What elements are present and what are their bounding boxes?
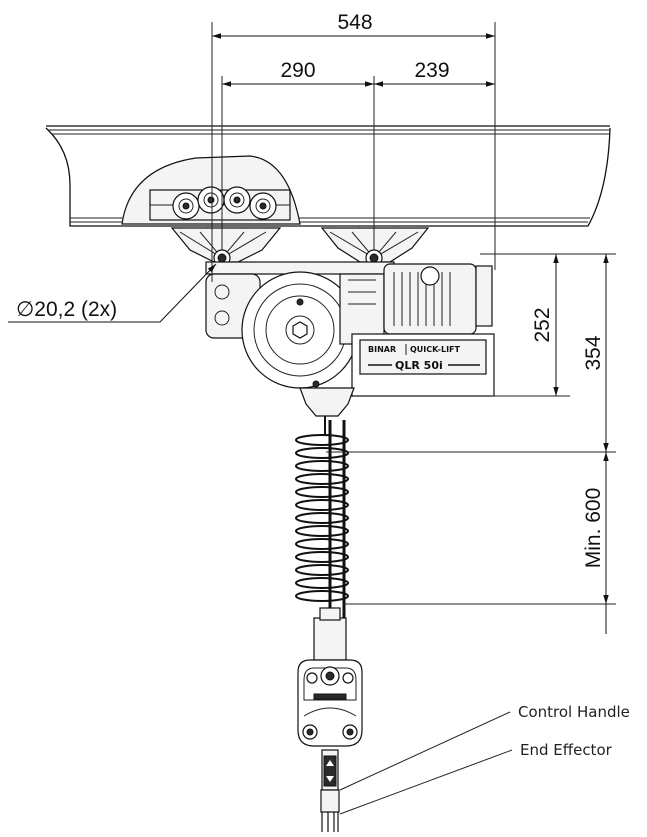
cable-coil: [295, 551, 349, 563]
cable-coil: [295, 577, 349, 589]
cable-coil: [295, 590, 349, 602]
dim-hole: ∅20,2 (2x): [16, 298, 117, 321]
dimension-min-stroke: Min. 600: [344, 452, 616, 634]
cable-coil: [295, 447, 349, 459]
dim-354: 354: [582, 335, 605, 370]
cable-coil: [295, 434, 349, 446]
callout-control-handle: Control Handle: [339, 703, 630, 791]
lifting-strap: [313, 607, 347, 661]
cable-coil: [295, 460, 349, 472]
dim-548: 548: [337, 11, 372, 34]
dimension-left-width: 290: [221, 59, 375, 250]
cable-coil: [295, 499, 349, 511]
cable-coil: [295, 512, 349, 524]
cable-coil: [295, 564, 349, 576]
trolley-wheel: [197, 186, 225, 214]
coiled-cable: [295, 420, 349, 620]
cable-coil: [295, 525, 349, 537]
dimension-right-width: 239: [374, 59, 495, 87]
end-effector-label: End Effector: [520, 741, 613, 759]
hanger-bracket-left: [170, 227, 282, 267]
brand-label: BINAR: [368, 345, 396, 354]
dimension-total-height: 354: [326, 253, 616, 453]
dimension-total-width: 548: [211, 11, 496, 282]
control-handle-label: Control Handle: [518, 703, 630, 721]
control-handle: [297, 659, 363, 747]
end-effector: [320, 749, 340, 832]
dim-252: 252: [531, 307, 554, 342]
dim-min-600: Min. 600: [582, 488, 605, 569]
callout-end-effector: End Effector: [339, 741, 613, 815]
hanger-bracket-right: [320, 227, 430, 267]
trolley-wheel: [172, 192, 200, 220]
dimension-motor-height: 252: [480, 253, 570, 397]
cable-outlet: [299, 387, 355, 436]
model-label: QLR 50i: [395, 359, 443, 372]
series-label: QUICK-LIFT: [410, 345, 461, 354]
dimension-hole-diameter: ∅20,2 (2x): [8, 263, 217, 323]
trolley-wheel: [249, 192, 277, 220]
trolley: [121, 155, 301, 225]
cable-coil: [295, 486, 349, 498]
cable-coil: [295, 473, 349, 485]
trolley-wheel: [223, 186, 251, 214]
hoist-body: BINAR QUICK-LIFT QLR 50i: [205, 261, 495, 397]
cable-coil: [295, 538, 349, 550]
dim-239: 239: [414, 59, 449, 82]
dim-290: 290: [280, 59, 315, 82]
